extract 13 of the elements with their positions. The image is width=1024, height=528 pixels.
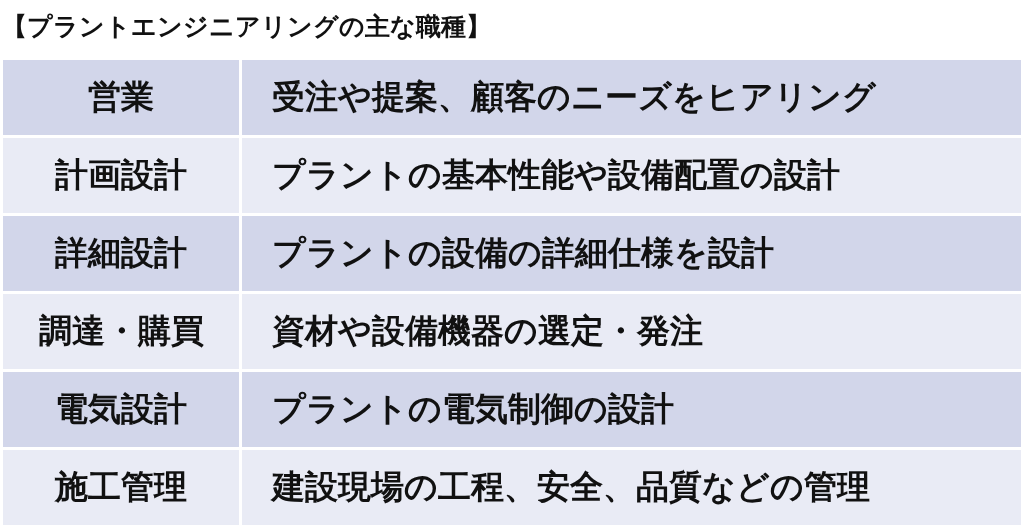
job-name: 計画設計: [1, 136, 241, 215]
job-name: 調達・購買: [1, 292, 241, 371]
job-description: プラントの基本性能や設備配置の設計: [240, 136, 1023, 215]
job-name: 施工管理: [1, 448, 241, 527]
job-description: 受注や提案、顧客のニーズをヒアリング: [240, 58, 1023, 137]
job-description: プラントの電気制御の設計: [240, 370, 1023, 449]
job-name: 詳細設計: [1, 214, 241, 293]
table-title: 【プラントエンジニアリングの主な職種】: [2, 11, 491, 43]
job-description: 資材や設備機器の選定・発注: [240, 292, 1023, 371]
job-name: 営業: [1, 58, 241, 137]
job-description: 建設現場の工程、安全、品質などの管理: [240, 448, 1023, 527]
job-name: 電気設計: [1, 370, 241, 449]
job-description: プラントの設備の詳細仕様を設計: [240, 214, 1023, 293]
